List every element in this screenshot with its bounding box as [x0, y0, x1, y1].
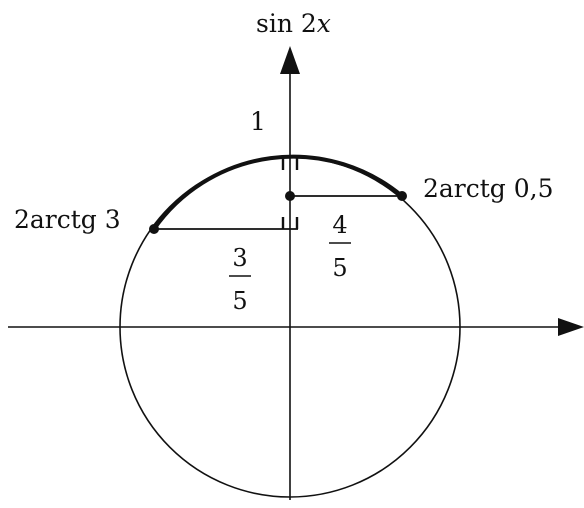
fraction-numerator: 4 — [332, 211, 347, 239]
fraction-three-fifths: 3 5 — [229, 244, 251, 315]
fraction-denominator: 5 — [232, 287, 247, 315]
left-point-label: 2arctg 3 — [14, 205, 121, 234]
vertical-axis-label: sin 2x — [256, 9, 331, 38]
highlighted-arc — [152, 154, 404, 231]
point-2arctg3 — [149, 224, 159, 234]
point-2arctg05 — [397, 191, 407, 201]
fraction-numerator: 3 — [232, 244, 247, 272]
horizontal-axis-arrow-icon — [558, 318, 584, 336]
point-axis — [285, 191, 295, 201]
fraction-four-fifths: 4 5 — [329, 211, 351, 282]
vertical-axis-arrow-icon — [280, 46, 300, 74]
right-point-label: 2arctg 0,5 — [423, 174, 554, 203]
fraction-denominator: 5 — [332, 254, 347, 282]
radius-label: 1 — [250, 107, 266, 136]
